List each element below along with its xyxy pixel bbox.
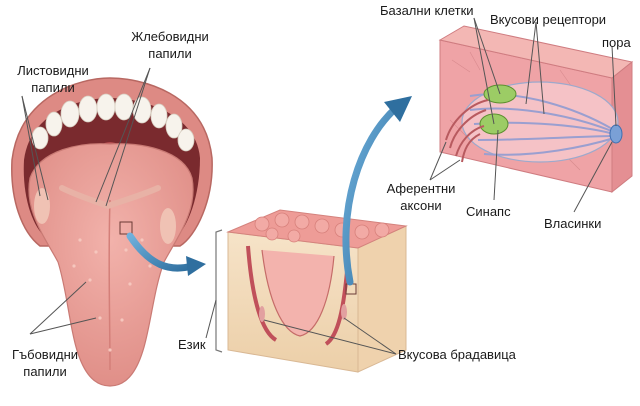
label-fungiform-line1: Гъбовидни bbox=[11, 347, 79, 362]
taste-bud-right bbox=[341, 304, 347, 320]
label-tongue: Език bbox=[178, 337, 206, 352]
leader-lines bbox=[21, 17, 617, 355]
label-circumvallate-line1: Жлебовидни bbox=[131, 29, 209, 44]
tissue-block bbox=[226, 209, 408, 373]
cell-block bbox=[438, 25, 634, 194]
label-synapse: Синапс bbox=[466, 204, 511, 219]
central-papilla bbox=[261, 249, 335, 337]
label-taste-receptors: Вкусови рецептори bbox=[490, 12, 607, 27]
label-afferent-line1: Аферентни bbox=[386, 181, 456, 196]
arrow-to-cells bbox=[342, 104, 400, 286]
arrow-to-cells-head bbox=[384, 96, 412, 122]
label-afferent-line2: аксони bbox=[400, 198, 442, 213]
label-foliate-line1: Листовидни bbox=[17, 63, 89, 78]
zoom-square-tongue bbox=[119, 221, 133, 235]
fungiform-dots bbox=[72, 238, 152, 352]
label-basal-cells: Базални клетки bbox=[380, 3, 474, 18]
trench-left bbox=[246, 245, 278, 342]
label-fungiform-papillae: Гъбовидни папили bbox=[0, 346, 90, 380]
afferent-axons bbox=[445, 99, 489, 163]
label-taste-bud: Вкусова брадавица bbox=[398, 347, 516, 362]
taste-pore bbox=[609, 124, 623, 144]
label-pore: пора bbox=[602, 35, 631, 50]
upper-teeth bbox=[31, 93, 195, 152]
arrow-to-tissue bbox=[126, 232, 196, 272]
label-microvilli: Власинки bbox=[544, 216, 602, 231]
tongue-bracket bbox=[215, 229, 223, 353]
label-foliate-line2: папили bbox=[31, 80, 75, 95]
arrow-to-tissue-head bbox=[186, 256, 206, 276]
circumvallate-row bbox=[59, 185, 161, 210]
label-circumvallate-papillae: Жлебовидни папили bbox=[116, 28, 224, 62]
label-afferent-axons: Аферентни аксони bbox=[382, 180, 460, 214]
foliate-patch-left bbox=[34, 188, 50, 224]
label-circumvallate-line2: папили bbox=[148, 46, 192, 61]
mouth-illustration bbox=[11, 77, 213, 387]
label-fungiform-line2: папили bbox=[23, 364, 67, 379]
cell-block-right bbox=[611, 60, 633, 194]
tongue-groove bbox=[108, 199, 111, 371]
label-foliate-papillae: Листовидни папили bbox=[6, 62, 100, 96]
tongue bbox=[28, 143, 194, 387]
foliate-patch-right bbox=[160, 208, 176, 244]
taste-bud-left bbox=[259, 306, 265, 322]
